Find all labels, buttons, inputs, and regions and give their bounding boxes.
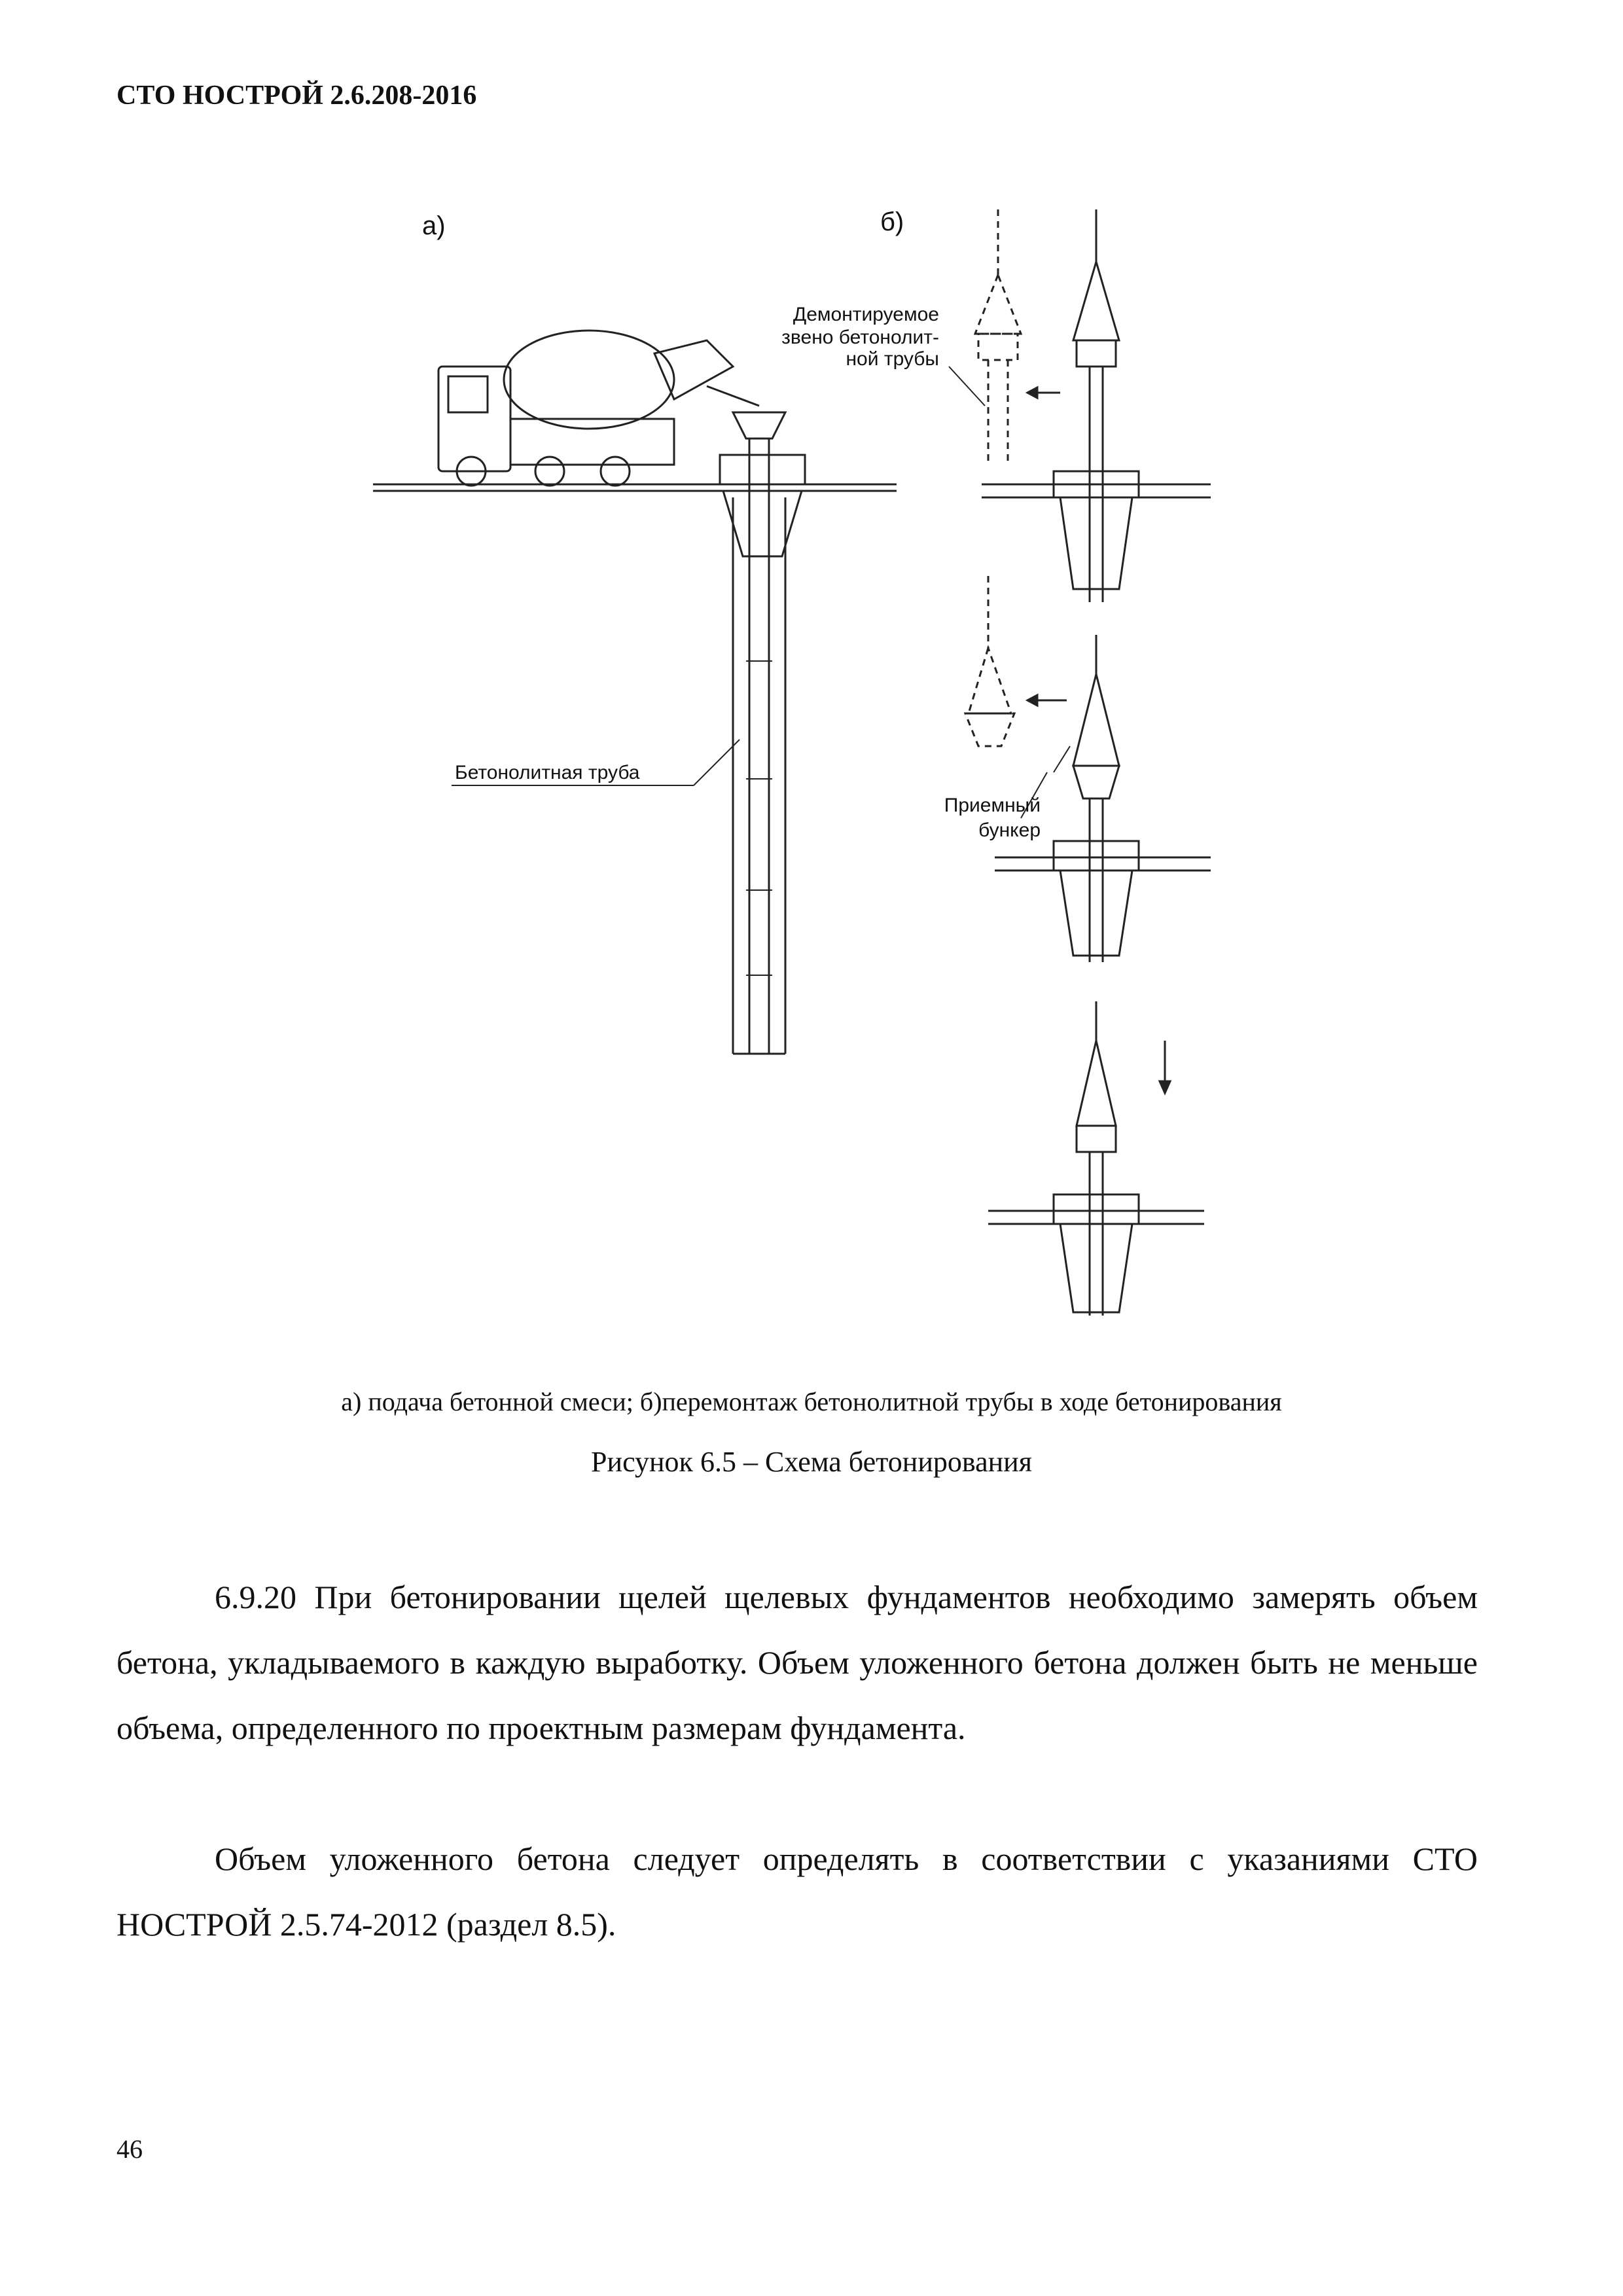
hopper-a [731,411,787,440]
mixer-truck-drawing [437,329,760,487]
hopper-label-line2: бункер [978,819,1041,841]
figure-drawing: а) б) Демонтируемое звено бетонолит- ной… [373,207,1211,1316]
page-number: 46 [116,2134,143,2164]
panel-b-label: б) [880,207,904,236]
paragraph-concrete-volume: Объем уложенного бетона следует определя… [116,1840,1478,1943]
document-header: СТО НОСТРОЙ 2.6.208-2016 [116,81,477,111]
dismantled-label-line2: звено бетонолит- [781,327,939,348]
dismantled-link-drawing [973,209,1023,465]
dismantled-label-line1: Демонтируемое [793,304,939,325]
figure-caption: Рисунок 6.5 – Схема бетонирования [591,1446,1032,1478]
hopper-dismantled-drawing [963,576,1016,747]
hopper-label-line1: Приемный [944,795,1041,816]
concreting-scheme-figure: а) б) Демонтируемое звено бетонолит- ной… [366,190,1322,1368]
paragraph-6-9-20: 6.9.20 При бетонировании щелей щелевых ф… [116,1579,1478,1746]
pipe-label: Бетонолитная труба [455,762,640,783]
figure-subcaption: а) подача бетонной смеси; б)перемонтаж б… [341,1387,1282,1416]
dismantled-label-line3: ной трубы [846,348,939,370]
panel-a-label: а) [422,211,446,240]
